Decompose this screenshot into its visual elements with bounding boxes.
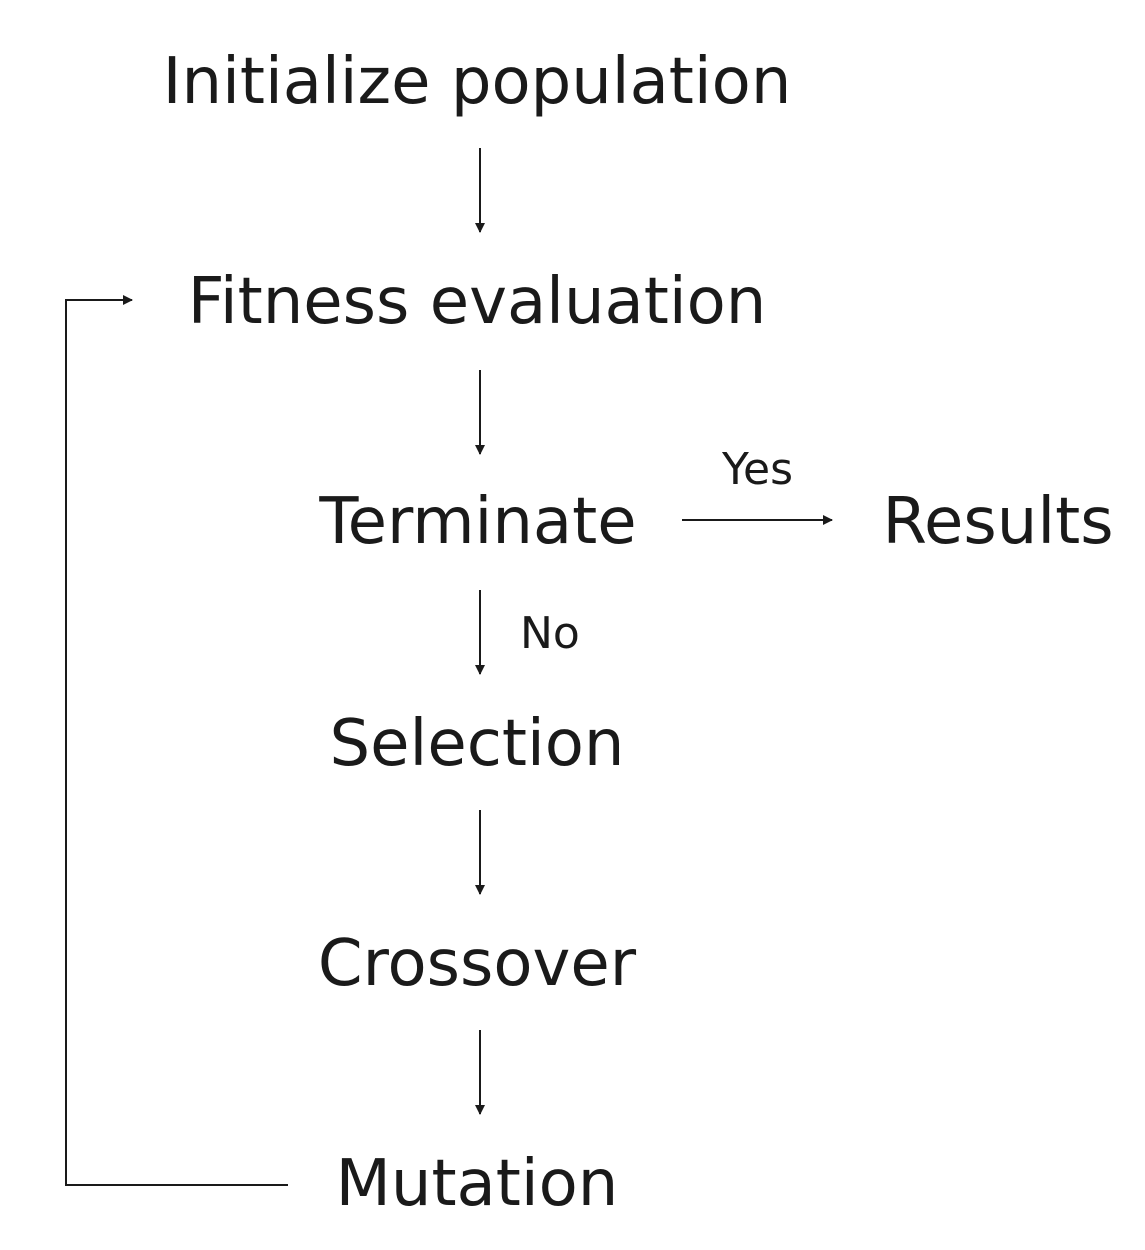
node-initialize-population: Initialize population: [162, 45, 792, 119]
node-selection: Selection: [329, 707, 625, 781]
edge-label-no: No: [520, 608, 580, 659]
edge-label-yes: Yes: [722, 444, 794, 495]
node-terminate: Terminate: [319, 485, 637, 559]
node-mutation: Mutation: [335, 1147, 619, 1221]
node-crossover: Crossover: [317, 927, 637, 1001]
node-results: Results: [882, 485, 1114, 559]
arrow-mutation-loop-to-fitness: [65, 295, 288, 1186]
node-fitness-evaluation: Fitness evaluation: [187, 265, 767, 339]
